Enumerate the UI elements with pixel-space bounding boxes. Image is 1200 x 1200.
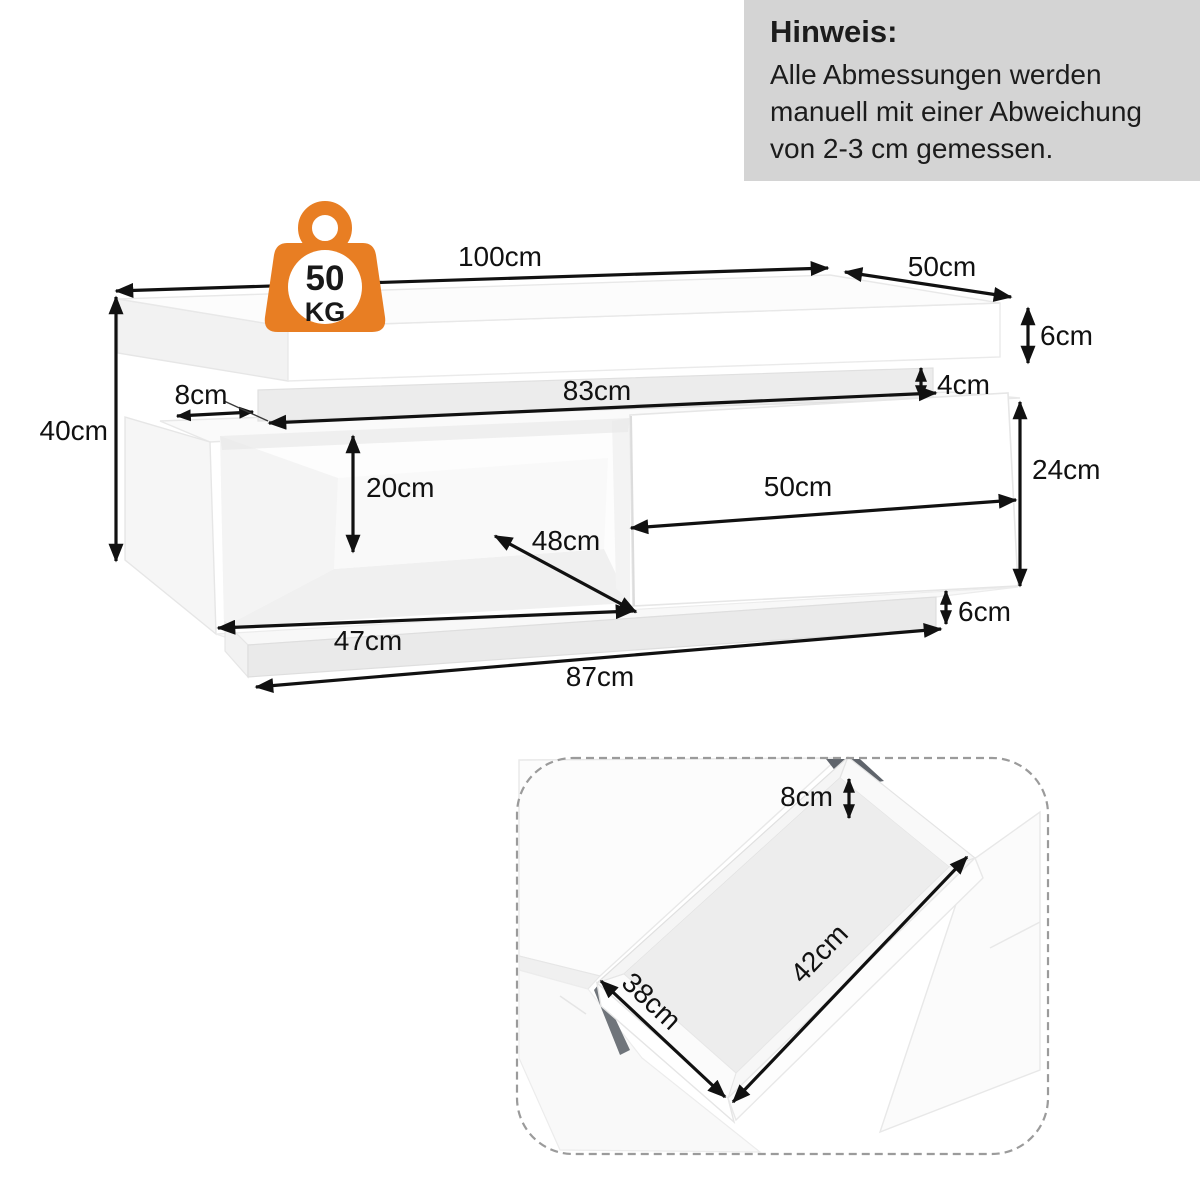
dimension-line	[175, 406, 255, 422]
dimension-total-width: 100cm	[114, 241, 830, 298]
dimension-line	[267, 386, 938, 430]
dimension-label-total-height: 40cm	[40, 415, 108, 446]
dimension-label-shelf-depth: 48cm	[532, 525, 600, 556]
dimension-label-overhang: 8cm	[175, 379, 228, 410]
dimension-shelf-height: 20cm	[345, 434, 434, 554]
dimension-label-plinth-width: 87cm	[566, 661, 634, 692]
dimension-label-total-depth: 50cm	[908, 251, 976, 282]
dimension-leader-line	[223, 400, 269, 422]
dimension-plinth-width: 87cm	[254, 622, 943, 694]
dimension-label-drawer-height: 8cm	[780, 781, 833, 812]
compartment-left-wall	[220, 436, 338, 627]
dimension-line	[629, 493, 1018, 535]
drawer-detail-inset: 8cm 42cm 38cm	[515, 756, 1050, 1156]
inset-drawer-front-seam	[989, 921, 1041, 949]
dimension-plinth-height: 6cm	[940, 589, 1011, 627]
kettlebell-ring-icon	[298, 201, 352, 255]
dimension-label-cabinet-height: 24cm	[1032, 454, 1100, 485]
dimension-line	[493, 534, 638, 614]
dimension-label-led-width: 83cm	[563, 375, 631, 406]
note-box: Hinweis: Alle Abmessungen werden manuell…	[744, 0, 1200, 181]
dimension-drawer-width: 50cm	[629, 471, 1018, 535]
dimension-led-width: 83cm	[267, 375, 938, 430]
note-line-1: Alle Abmessungen werden	[770, 59, 1102, 90]
dimension-label-led-thickness: 4cm	[937, 369, 990, 400]
weight-unit: KG	[305, 297, 346, 327]
dimension-drawer-height: 8cm	[780, 777, 855, 820]
coffee-table-drawing	[117, 274, 1021, 679]
dimension-total-depth: 50cm	[843, 251, 1013, 302]
dimension-total-height: 40cm	[40, 295, 124, 563]
note-line-3: von 2-3 cm gemessen.	[770, 133, 1054, 164]
plinth-left-face	[224, 620, 249, 679]
weight-capacity-badge: 50 KG	[264, 201, 386, 332]
inset-cabinet-notch-edge	[559, 995, 587, 1015]
note-line-2: manuell mit einer Abweichung	[770, 96, 1142, 127]
dimension-line	[114, 261, 830, 298]
dimension-label-total-width: 100cm	[458, 241, 542, 272]
base-left-face	[124, 416, 217, 636]
dimension-line	[599, 979, 727, 1099]
note-title: Hinweis:	[770, 14, 898, 49]
kettlebell-face	[288, 250, 362, 324]
dimension-top-thickness: 6cm	[1020, 306, 1093, 365]
dimension-label-drawer-width: 50cm	[764, 471, 832, 502]
dimension-line	[731, 855, 969, 1104]
dimension-line	[254, 622, 943, 694]
inset-dashed-border	[515, 756, 1050, 1156]
dimension-label-top-thickness: 6cm	[1040, 320, 1093, 351]
dimension-label-shelf-width: 47cm	[334, 625, 402, 656]
weight-value: 50	[306, 259, 345, 298]
dimension-label-shelf-height: 20cm	[366, 472, 434, 503]
dimension-shelf-depth: 48cm	[493, 525, 638, 614]
dimension-label-plinth-height: 6cm	[958, 596, 1011, 627]
dimension-line	[843, 267, 1013, 302]
dimension-overhang: 8cm	[175, 379, 269, 422]
dimension-cabinet-height: 24cm	[1012, 400, 1100, 588]
